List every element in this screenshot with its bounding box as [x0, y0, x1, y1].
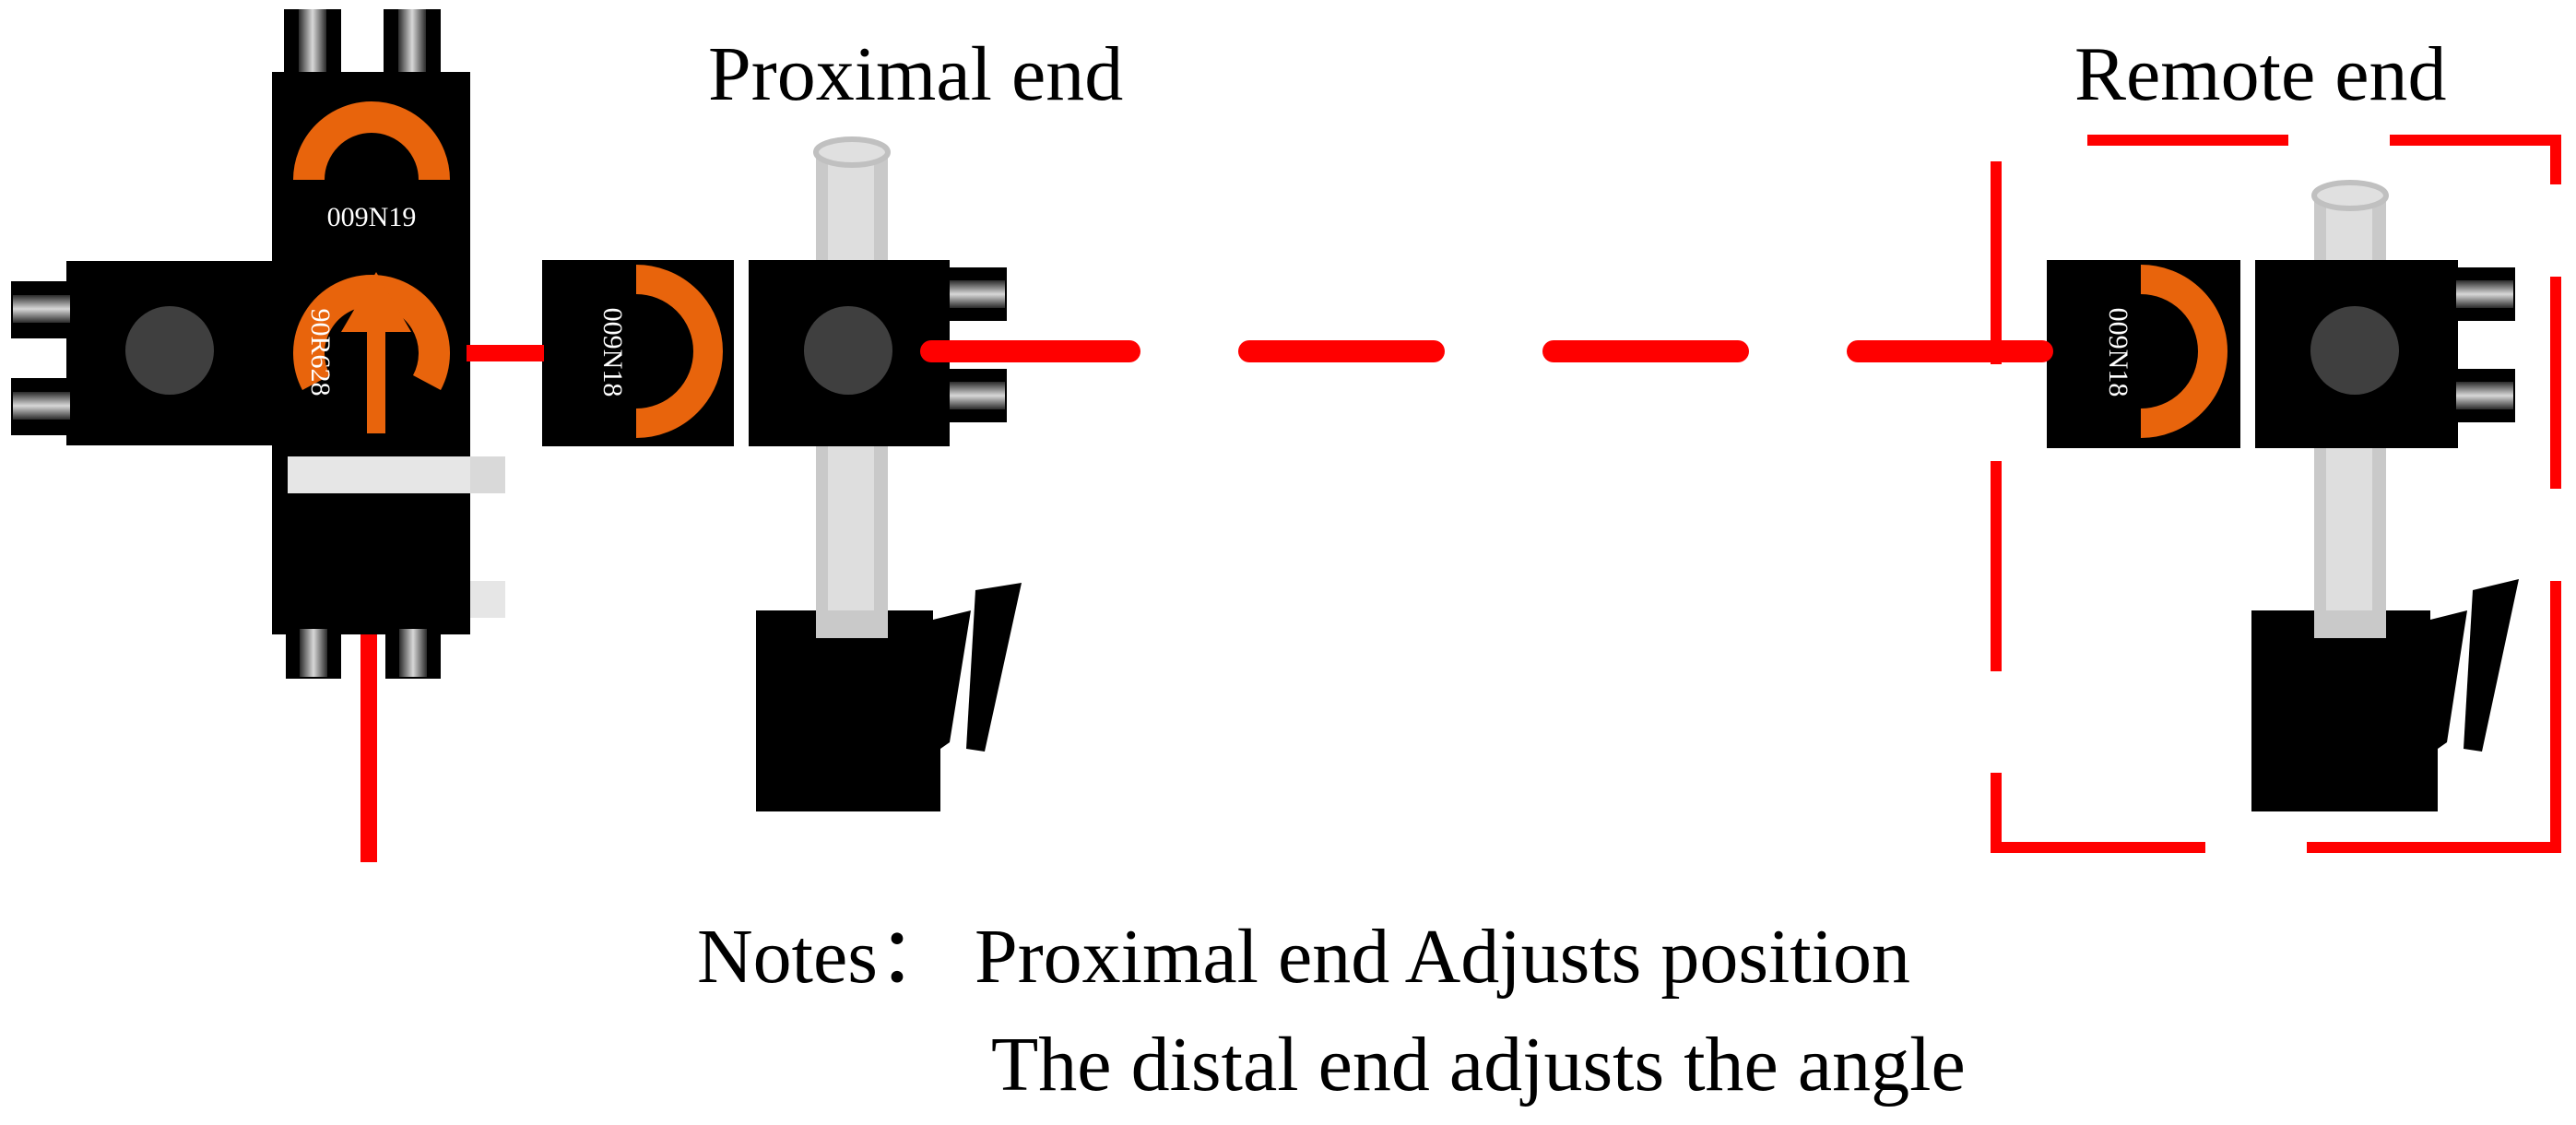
bottom-pin-right-highlight	[399, 629, 427, 677]
remote-clamp-lever	[2464, 579, 2519, 752]
remote-base	[2251, 610, 2467, 811]
remote-post-bottom	[2314, 610, 2386, 638]
proximal-pin-top-highlight	[950, 280, 1005, 308]
remote-mount: 009N18	[2047, 180, 2519, 811]
proximal-post-top	[813, 136, 891, 168]
proximal-holder-label: 009N18	[597, 308, 628, 397]
remote-pin-top-highlight	[2456, 280, 2513, 308]
proximal-pin-bottom-highlight	[950, 382, 1005, 409]
bottom-slider-tip	[470, 456, 505, 493]
proximal-post-bottom	[816, 610, 888, 638]
notes-line-1: Notes： Proximal end Adjusts position	[697, 914, 1910, 1000]
cross-center-label: 90R628	[305, 308, 336, 396]
proximal-knob	[804, 306, 892, 395]
left-pin-top-highlight	[13, 295, 70, 323]
remote-orange-arc	[2140, 265, 2227, 438]
cross-assembly: 009N19 90R628	[11, 9, 505, 679]
proximal-clamp-lever	[966, 583, 1022, 752]
remote-end-label: Remote end	[2074, 31, 2447, 117]
top-pin-left-highlight	[299, 9, 326, 74]
center-arrow-icon	[341, 272, 411, 332]
remote-pin-bottom-highlight	[2456, 382, 2513, 409]
remote-dashed-box	[1991, 135, 2561, 853]
remote-post-top	[2311, 180, 2389, 211]
laser-beams	[360, 340, 2053, 862]
bottom-pin-left-highlight	[300, 629, 327, 677]
proximal-mount: 009N18	[542, 136, 1022, 811]
left-pin-bottom-highlight	[13, 392, 70, 420]
cross-left-knob	[125, 306, 214, 395]
remote-knob	[2310, 306, 2399, 395]
top-orange-arc	[293, 101, 450, 181]
cross-top-label: 009N19	[327, 202, 417, 232]
top-pin-right-highlight	[398, 9, 426, 74]
proximal-base	[756, 610, 971, 811]
center-arrow-shaft	[367, 304, 385, 433]
bottom-slider-bar	[288, 456, 505, 493]
bottom-slider-tip-lower	[470, 581, 505, 618]
remote-holder-label: 009N18	[2103, 308, 2133, 397]
proximal-end-label: Proximal end	[708, 31, 1123, 117]
notes-line-2: The distal end adjusts the angle	[991, 1022, 1966, 1107]
proximal-orange-arc	[635, 265, 723, 438]
